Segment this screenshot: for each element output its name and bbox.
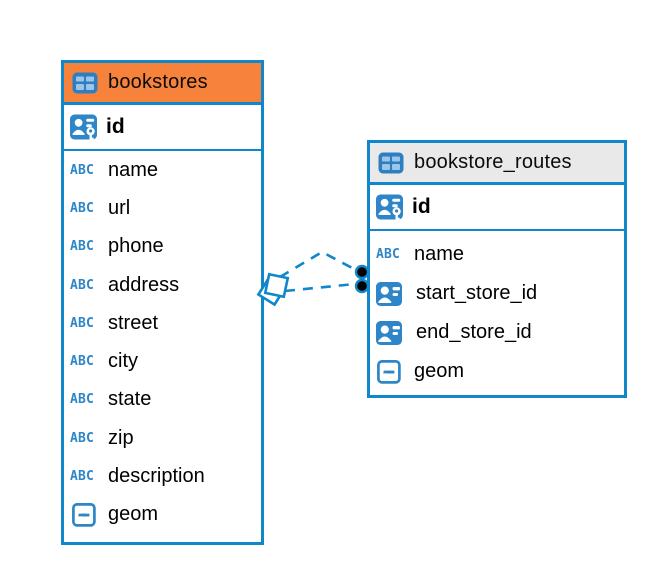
column-name: phone [108,235,164,258]
table-bookstore-routes-header[interactable]: bookstore_routes [370,143,624,185]
table-title: bookstore_routes [414,151,572,173]
column-row-state[interactable]: ABC state [64,381,261,419]
column-row-street[interactable]: ABC street [64,304,261,342]
column-row-phone[interactable]: ABC phone [64,228,261,266]
text-type-icon: ABC [70,354,95,370]
primary-key-icon [376,194,403,221]
column-row-url[interactable]: ABC url [64,189,261,227]
column-row-end-store-id[interactable]: end_store_id [370,313,624,352]
column-name: id [106,115,125,138]
column-name: address [108,273,180,296]
relationship-line-end-store-id[interactable] [284,282,356,293]
column-name: name [108,158,159,181]
column-name: geom [414,360,465,382]
table-bookstore-routes[interactable]: bookstore_routes id ABC name start_store… [367,140,627,398]
reference-type-icon [376,320,402,345]
text-type-icon: ABC [70,200,95,216]
text-type-icon: ABC [70,162,95,178]
column-row-zip[interactable]: ABC zip [64,419,261,457]
table-bookstores[interactable]: bookstores id ABC name ABC url ABC phone… [61,60,264,545]
column-row-city[interactable]: ABC city [64,342,261,380]
geometry-type-icon [377,359,401,384]
relationship-line-start-store-id[interactable] [279,250,357,279]
table-title: bookstores [108,71,208,93]
primary-key-icon [70,114,97,141]
text-type-icon: ABC [70,430,95,446]
column-row-description[interactable]: ABC description [64,457,261,495]
column-name: geom [108,503,159,526]
text-type-icon: ABC [70,392,95,408]
column-name: url [108,196,131,219]
column-row-address[interactable]: ABC address [64,266,261,304]
column-name: id [412,195,431,218]
column-list: ABC name start_store_id end_store_id geo… [370,231,624,391]
table-icon [378,152,404,173]
column-row-start-store-id[interactable]: start_store_id [370,274,624,313]
table-icon [72,72,98,93]
column-row-geom[interactable]: geom [370,352,624,391]
text-type-icon: ABC [70,239,95,255]
column-name: description [108,465,205,488]
table-bookstores-header[interactable]: bookstores [64,63,261,105]
column-name: city [108,350,138,373]
column-list: ABC name ABC url ABC phone ABC address A… [64,151,261,534]
column-name: zip [108,426,134,449]
column-row-geom[interactable]: geom [64,496,261,534]
text-type-icon: ABC [70,469,95,485]
reference-type-icon [376,281,402,306]
text-type-icon: ABC [376,247,401,262]
column-row-id[interactable]: id [64,105,261,151]
column-name: state [108,388,152,411]
column-name: end_store_id [416,321,532,343]
column-name: name [414,243,465,265]
column-row-id[interactable]: id [370,185,624,231]
column-name: start_store_id [416,282,538,304]
text-type-icon: ABC [70,315,95,331]
text-type-icon: ABC [70,277,95,293]
geometry-type-icon [72,502,96,527]
column-row-name[interactable]: ABC name [370,235,624,274]
column-row-name[interactable]: ABC name [64,151,261,189]
column-name: street [108,311,159,334]
